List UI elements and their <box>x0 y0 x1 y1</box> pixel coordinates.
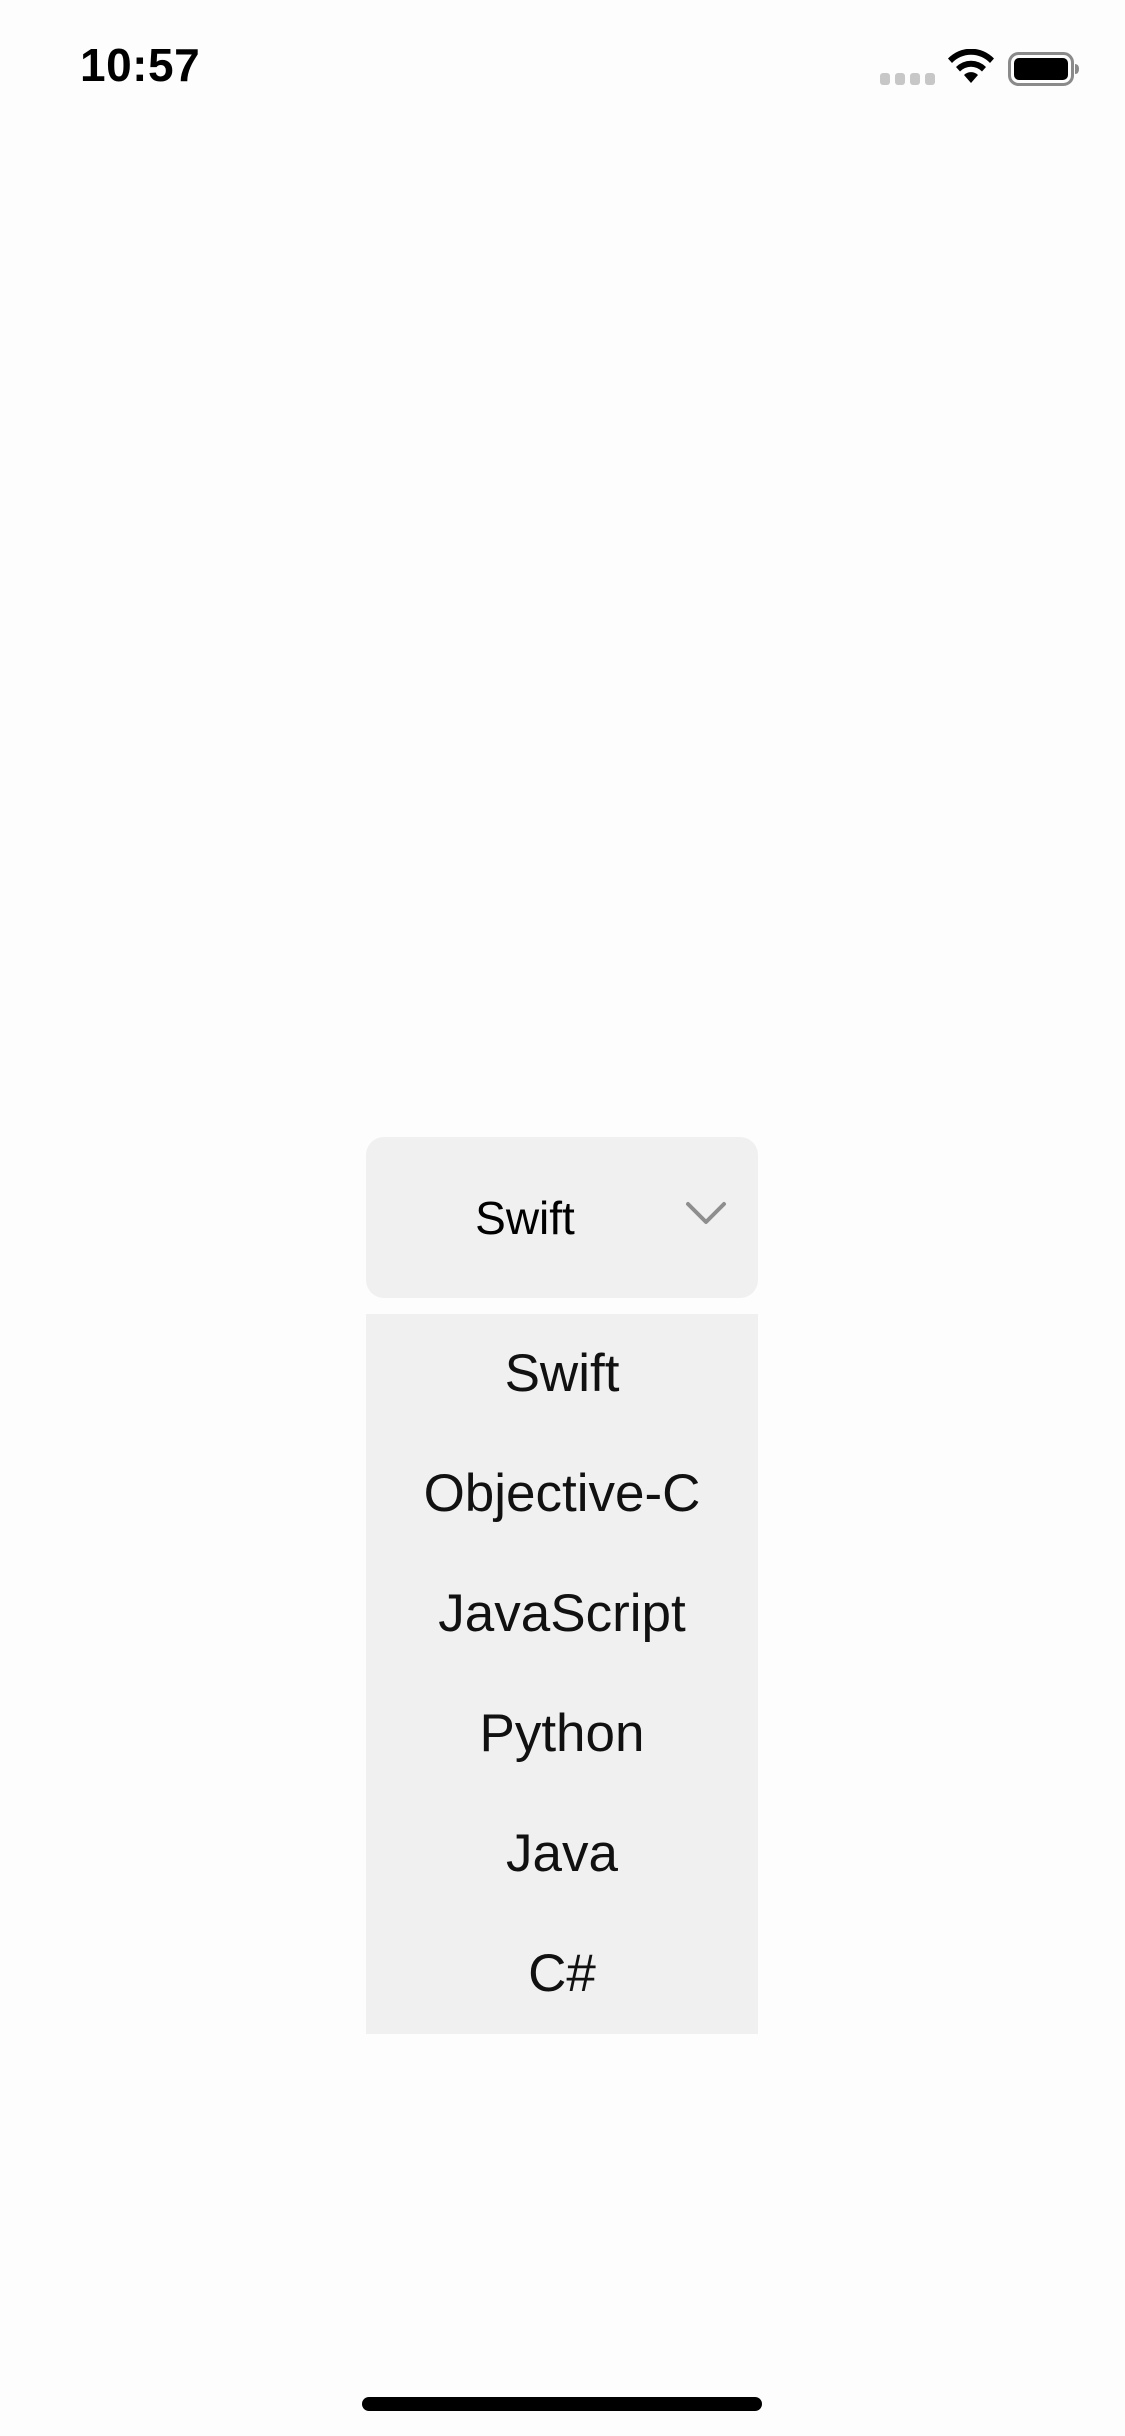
wifi-icon <box>948 49 994 83</box>
dropdown-option-swift[interactable]: Swift <box>504 1344 620 1403</box>
dropdown-option-javascript[interactable]: JavaScript <box>438 1584 686 1643</box>
language-dropdown-button[interactable]: Swift <box>366 1137 758 1298</box>
status-time: 10:57 <box>80 39 201 91</box>
status-bar: 10:57 <box>0 0 1125 132</box>
dropdown-option-python[interactable]: Python <box>479 1704 645 1763</box>
battery-icon <box>1008 52 1079 86</box>
home-indicator[interactable] <box>362 2397 762 2411</box>
dropdown-selected-value: Swift <box>475 1191 575 1244</box>
dropdown-option-java[interactable]: Java <box>506 1824 618 1883</box>
dropdown-options-list: Swift Objective-C JavaScript Python Java… <box>366 1314 758 2034</box>
chevron-down-icon <box>686 1202 726 1224</box>
dropdown-option-csharp[interactable]: C# <box>528 1944 596 2003</box>
dropdown-option-objective-c[interactable]: Objective-C <box>423 1464 701 1523</box>
cellular-signal-icon <box>880 73 936 85</box>
